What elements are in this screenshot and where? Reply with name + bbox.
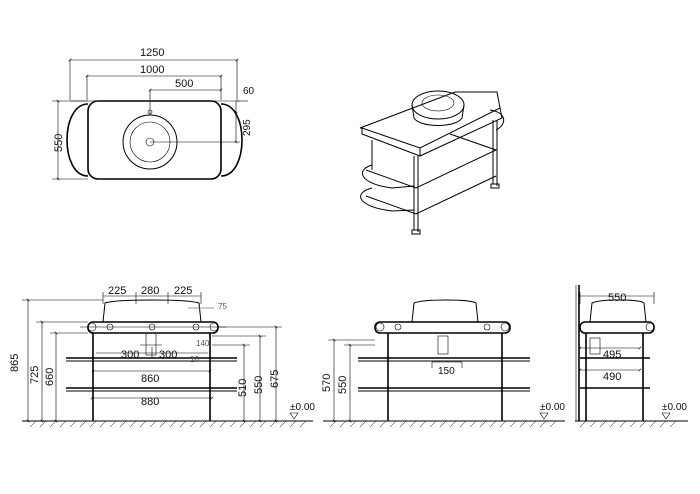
dim-75: 75 xyxy=(218,302,227,311)
side-view-a: 150 570 550 ±0.00 xyxy=(321,299,565,428)
dim-60: 60 xyxy=(243,86,255,97)
dim-550-side-a: 550 xyxy=(337,376,349,394)
isometric-view xyxy=(359,90,505,235)
dim-280: 280 xyxy=(141,285,159,297)
dim-550-depth: 550 xyxy=(53,134,65,152)
side-a-basin xyxy=(411,299,479,323)
dim-300-left: 300 xyxy=(121,349,139,361)
front-level-label: ±0.00 xyxy=(290,402,315,413)
side-a-countertop xyxy=(374,321,511,334)
front-view: 225 280 225 75 300 300 140 16 860 880 86… xyxy=(9,285,315,428)
top-view: 1250 1000 500 60 295 550 xyxy=(52,47,255,181)
front-basin xyxy=(102,299,202,323)
dim-725: 725 xyxy=(29,366,41,384)
dim-880: 880 xyxy=(141,396,159,408)
side-b-countertop xyxy=(579,321,655,334)
dim-570: 570 xyxy=(321,374,333,392)
iso-bowl-inner xyxy=(421,94,455,112)
dim-865: 865 xyxy=(9,354,21,372)
dim-660: 660 xyxy=(44,368,56,386)
side-a-level-label: ±0.00 xyxy=(540,402,565,413)
dim-495: 495 xyxy=(603,349,621,361)
iso-top-slab xyxy=(359,91,501,149)
side-b-basin xyxy=(589,299,647,323)
dim-300-right: 300 xyxy=(159,349,177,361)
dim-225-right: 225 xyxy=(174,285,192,297)
dim-225-left: 225 xyxy=(108,285,126,297)
dim-150: 150 xyxy=(438,366,455,377)
front-level-marker xyxy=(289,412,299,420)
top-view-body xyxy=(87,100,222,180)
dim-550-front: 550 xyxy=(253,376,265,394)
dim-1000: 1000 xyxy=(140,64,164,76)
side-view-b: 550 495 490 ±0.00 xyxy=(575,285,688,428)
front-countertop xyxy=(87,321,219,334)
side-b-level-label: ±0.00 xyxy=(662,402,687,413)
dim-550-side-b: 550 xyxy=(608,292,626,304)
dim-860: 860 xyxy=(141,373,159,385)
dim-510: 510 xyxy=(237,379,249,397)
top-view-left-bar xyxy=(66,103,89,177)
dim-490: 490 xyxy=(603,371,621,383)
dim-295: 295 xyxy=(242,119,253,136)
iso-shelf-top xyxy=(365,133,498,189)
dim-500: 500 xyxy=(175,78,193,90)
top-view-right-bar xyxy=(220,103,243,177)
dim-1250: 1250 xyxy=(140,47,164,59)
dim-16: 16 xyxy=(190,355,199,364)
iso-shelf-bottom xyxy=(365,175,497,215)
dim-675: 675 xyxy=(269,370,281,388)
dim-140: 140 xyxy=(196,339,210,348)
